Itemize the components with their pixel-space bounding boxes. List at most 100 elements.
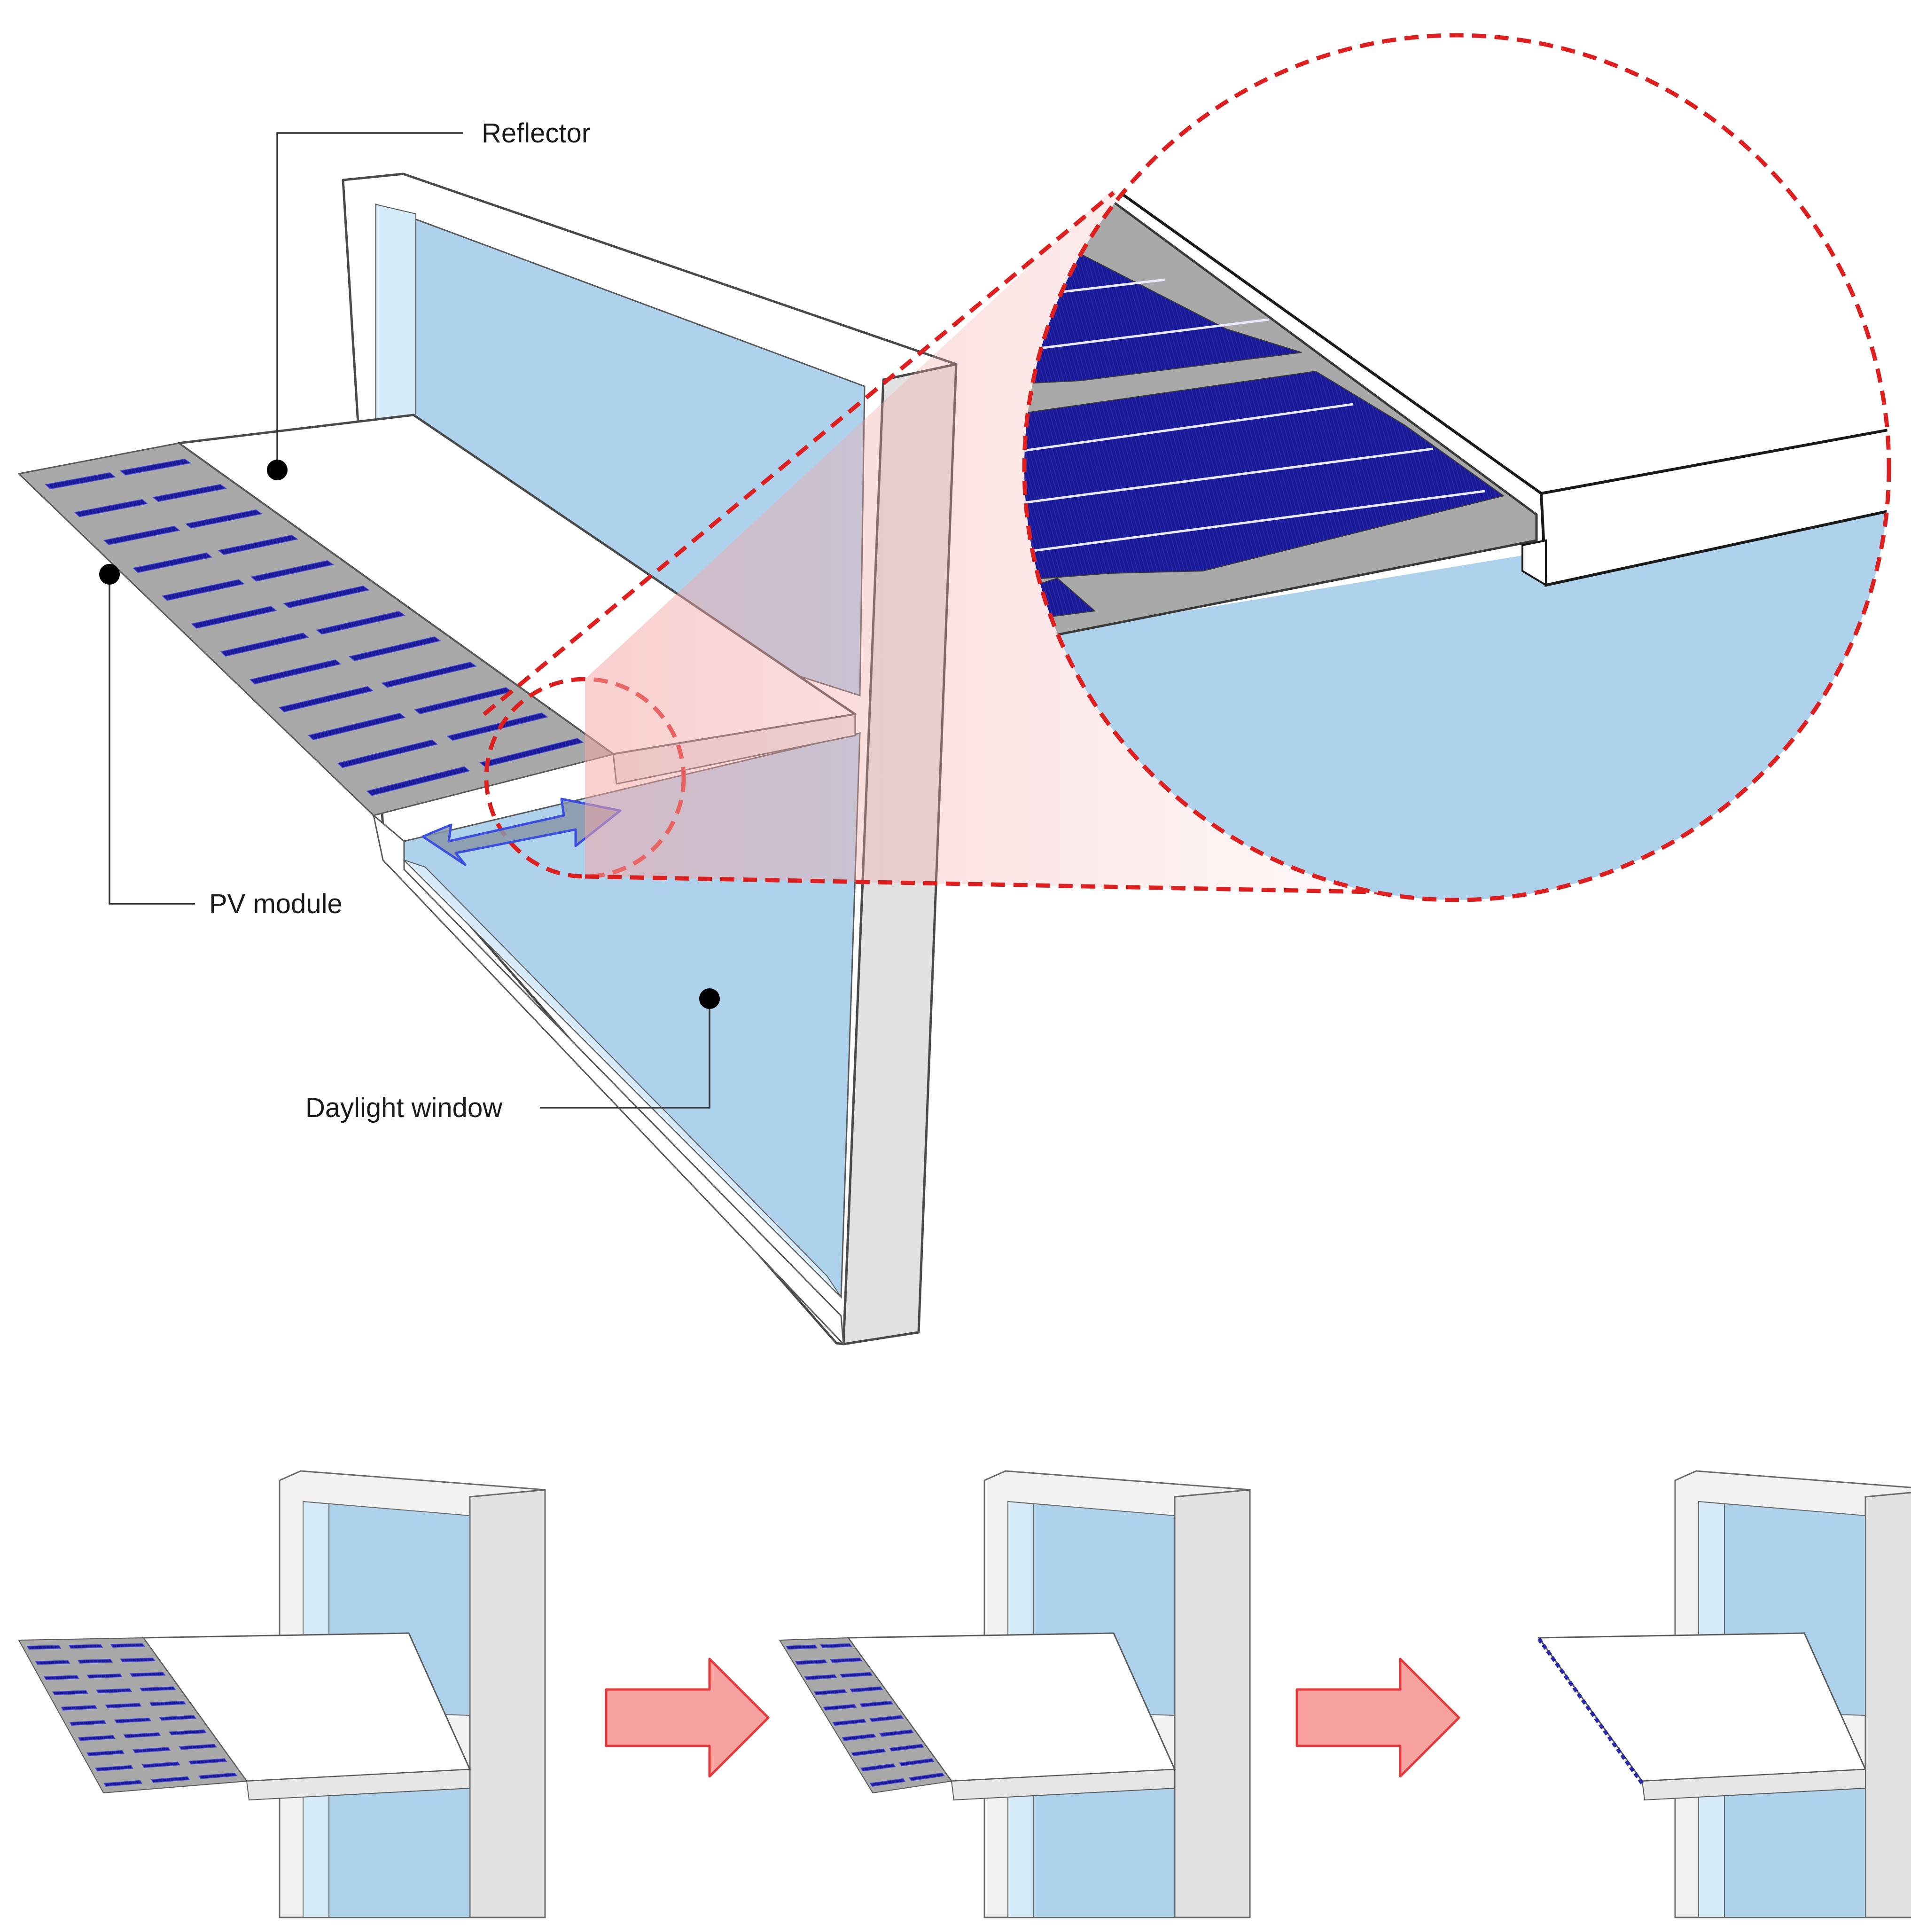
pv-cell (851, 1748, 886, 1756)
pv-cell (61, 1705, 98, 1711)
pv-cell (162, 579, 245, 601)
pv-cell (249, 659, 342, 685)
pv-cell (114, 1717, 152, 1723)
dot-marker-icon (99, 564, 120, 585)
pv-cell (446, 712, 548, 741)
pv-cell (68, 1644, 103, 1649)
glass-reveal (1698, 1792, 1725, 1918)
pv-module (18, 442, 614, 816)
pv-cell (899, 1758, 935, 1767)
sequence-stage (18, 1470, 546, 1918)
glass-reveal (1007, 1792, 1034, 1918)
reflector-edge (1641, 1768, 1866, 1801)
step-arrow-shape (1295, 1658, 1460, 1778)
pv-cell (795, 1659, 827, 1665)
pv-cell (785, 1644, 818, 1650)
pv-cell (45, 472, 116, 490)
pv-cell (316, 611, 406, 635)
pv-cell (819, 1643, 852, 1648)
pv-cell (804, 1674, 837, 1680)
pv-cell (337, 739, 438, 768)
pv-cell (120, 1658, 156, 1662)
pv-cell (26, 1645, 62, 1650)
pv-cell (110, 1643, 145, 1648)
pv-cell (479, 738, 584, 767)
pv-cell (86, 1750, 125, 1756)
pv-cell (152, 484, 227, 502)
pv-cell (119, 458, 192, 476)
pv-cell (129, 1672, 166, 1677)
pv-cell (283, 586, 370, 608)
pv-cell (149, 1700, 187, 1706)
sequence-stage (779, 1470, 1251, 1918)
pv-cell (198, 1772, 238, 1779)
pv-cell (823, 1704, 857, 1711)
pv-cell (829, 1658, 863, 1663)
pv-cell (95, 1765, 134, 1772)
dot-marker-icon (699, 988, 720, 1009)
pv-cell (74, 499, 148, 517)
pv-cell (35, 1660, 70, 1665)
right-arrow-icon (605, 1658, 770, 1778)
reflector-label: Reflector (482, 118, 591, 149)
pv-cell (133, 1747, 171, 1753)
pv-cell (279, 686, 374, 712)
pv-cell (159, 1715, 197, 1721)
lower-frame-sill (373, 814, 844, 1345)
pv-cell (105, 1703, 142, 1708)
pv-cell (832, 1719, 867, 1726)
lower-glass-reveal (404, 860, 842, 1298)
zoom-reflector-groove (1521, 539, 1547, 587)
pv-cell (141, 1761, 180, 1768)
pv-cell (123, 1732, 161, 1738)
pv-cell (218, 534, 298, 555)
pv-cell (859, 1700, 894, 1707)
pv-cell (103, 1780, 143, 1787)
reflector-edge (246, 1768, 470, 1801)
pv-cell (348, 636, 441, 661)
pv-cell (43, 1675, 79, 1680)
pv-cell (95, 1688, 133, 1694)
pv-cell (151, 1776, 190, 1783)
right-arrow-icon (1295, 1658, 1460, 1778)
pv-cell (909, 1772, 945, 1781)
dot-marker-icon (267, 460, 288, 480)
step-arrow-shape (605, 1658, 770, 1778)
pv-cell (133, 552, 213, 573)
pv-cell (381, 662, 477, 688)
pv-cell (86, 1674, 123, 1679)
pv-cell (860, 1763, 896, 1772)
pv-cell (849, 1686, 883, 1693)
pv-cell-grid (785, 1643, 945, 1787)
pv-cell-grid (26, 1643, 238, 1787)
reflector-callout: Reflector (267, 118, 591, 480)
pv-cell (869, 1778, 906, 1787)
pv-module-label: PV module (209, 889, 343, 919)
pv-cell (879, 1729, 914, 1737)
pv-cell (366, 766, 470, 796)
pv-cell-grid (45, 458, 584, 796)
wall-side (469, 1489, 546, 1918)
pv-cell (839, 1672, 873, 1678)
sequence-stage (1537, 1470, 1911, 1918)
pv-cell (139, 1686, 176, 1692)
pv-cell (69, 1720, 107, 1726)
pv-cell (220, 633, 309, 657)
pv-cell (308, 712, 406, 740)
wall-side (1864, 1492, 1911, 1918)
pv-cell (869, 1715, 904, 1722)
reflector-edge (951, 1768, 1175, 1801)
zoom-cone-edge-top (483, 191, 1115, 716)
pv-module-callout: PV module (99, 564, 343, 919)
pv-cell (185, 509, 263, 529)
pv-cell (842, 1734, 877, 1741)
pv-cell (188, 1758, 227, 1765)
retraction-sequence (18, 1470, 1911, 1918)
pv-cell (78, 1735, 116, 1741)
zoom-detail-circle (1022, 33, 1891, 902)
pv-cell (77, 1658, 113, 1664)
daylight-window-callout: Daylight window (305, 988, 720, 1123)
zoom-cone-edge-bottom (585, 874, 1420, 895)
main-window-assembly (18, 172, 1420, 1345)
